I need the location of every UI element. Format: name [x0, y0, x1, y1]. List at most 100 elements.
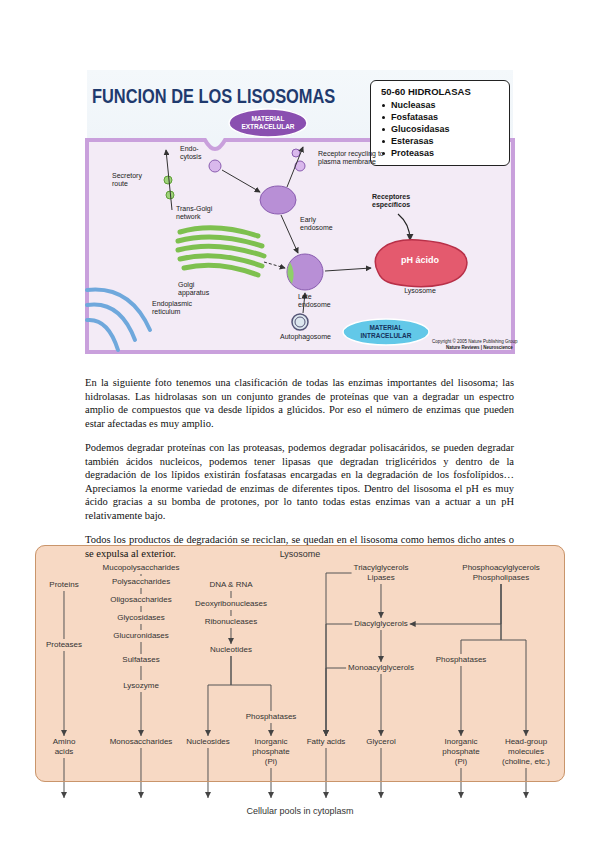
golgi-arrow: [264, 262, 285, 268]
node-text: Sulfatases: [122, 655, 159, 665]
pathway-arrow: [526, 768, 527, 798]
oval-outline: [229, 109, 307, 137]
lysosome-band-fill: [35, 545, 565, 782]
node-text: Nucleosides: [186, 737, 230, 747]
term-node: Nucleotides: [208, 644, 254, 656]
term-node: Glycosidases: [115, 612, 167, 624]
pathway-arrow: [141, 692, 142, 736]
node-text: Ribonucleases: [205, 617, 257, 627]
node-text: Polysaccharides: [112, 577, 170, 587]
label-anchor: Nature Reviews | Neuroscience: [446, 345, 516, 350]
term-node: Fatty acids: [305, 736, 348, 748]
node-text: Phosphoacylglycerols: [462, 563, 539, 573]
node-text: Cellular pools in cytoplasm: [35, 806, 565, 816]
term-node: Proteases: [44, 639, 84, 651]
node-text: Mucopolysaccharides: [103, 563, 180, 573]
enzyme-item: Proteasas: [381, 147, 501, 159]
plasma-membrane: [87, 140, 513, 352]
pathway-arrow: [141, 574, 142, 576]
figure-label: Autophagosome: [280, 333, 340, 341]
figure-label: Early endosome: [300, 216, 342, 232]
node-text: Phospholipases: [462, 573, 539, 583]
pathway-arrow: [64, 651, 65, 736]
node-text: Nucleotides: [210, 645, 252, 655]
enzyme-item: Glucosidasas: [381, 123, 501, 135]
label-anchor: Copyright © 2005 Nature Publishing Group: [432, 339, 522, 344]
term-node: Mucopolysaccharides: [101, 562, 182, 574]
pathway-arrow: [460, 666, 461, 736]
pathway-arrow: [140, 666, 141, 680]
node-text: Lysosome: [368, 287, 472, 294]
term-node: Diacylglycerols: [352, 618, 409, 630]
pathway-arrow: [230, 610, 231, 616]
node-text: Phosphatases: [246, 712, 297, 722]
late-endosome-part: [287, 262, 293, 284]
node-text: Proteins: [49, 580, 78, 590]
term-node: Monosaccharides: [108, 736, 175, 748]
pathway-arrow: [381, 748, 382, 798]
pathway-arrow: [270, 723, 271, 736]
node-text: MATERIAL INTRACELULAR: [354, 324, 418, 340]
figure-ground: [87, 70, 513, 352]
term-node: Amino acids: [47, 736, 81, 758]
node-text: Fatty acids: [307, 737, 346, 747]
pathway-arrow: [141, 606, 142, 612]
figure-label: Trans-Golgi network: [176, 205, 228, 221]
node-outline: [368, 232, 472, 310]
term-node: Deoxyribonucleases: [193, 598, 269, 610]
cytoplasm-pool: Cellular pools in cytoplasm: [35, 798, 565, 816]
pathway-arrow: [501, 584, 526, 736]
pathway-arrow: [64, 758, 65, 798]
term-node: Oligosaccharides: [108, 594, 173, 606]
label-anchor: En la siguiente foto tenemos una clasifi…: [85, 376, 514, 430]
node-text: Phosphatases: [436, 655, 487, 665]
term-node: Inorganic phosphate (Pi): [438, 736, 484, 768]
enzyme-item: Fosfatasas: [381, 111, 501, 123]
secretory-vesicle: [164, 176, 172, 184]
term-node: Phosphatases: [434, 654, 489, 666]
term-node: TriacylglycerolsLipases: [352, 562, 411, 584]
pathway-arrow: [461, 584, 501, 654]
term-node: Glycerol: [364, 736, 397, 748]
label-anchor: Todos los productos de degradación se re…: [85, 533, 514, 560]
recycling-arrow: [287, 147, 303, 187]
term-node: Polysaccharides: [110, 576, 172, 588]
node-text: MATERIAL EXTRACELULAR: [238, 115, 298, 131]
node-text: Inorganic phosphate (Pi): [250, 737, 292, 767]
node-text: Lipases: [354, 573, 409, 583]
enzyme-item: Esterasas: [381, 135, 501, 147]
label-anchor: Endo- cytosis: [180, 145, 206, 161]
figure-label: Late endosome: [298, 293, 340, 309]
er-cisterna: [87, 290, 150, 331]
pathway-arrow: [141, 588, 142, 594]
term-node: Nucleosides: [184, 736, 232, 748]
label-anchor: Golgi apparatus: [178, 281, 220, 297]
pathway-arrow: [207, 748, 208, 798]
recycling-vesicle: [292, 149, 300, 157]
node-text: DNA & RNA: [209, 580, 252, 590]
intracellular-oval: MATERIAL INTRACELULAR: [342, 318, 430, 346]
label-anchor: Receptor recycling to plasma membrane: [318, 150, 402, 166]
lysosome-band: ProteinsProteasesAmino acids Mucopolysacc…: [35, 545, 565, 782]
figure-label: Receptores específicos: [372, 193, 432, 209]
node-text: Glycerol: [366, 737, 395, 747]
golgi-stack: [178, 228, 264, 275]
enzyme-list-box: 50-60 HIDROLASASNucleasasFosfatasasGluco…: [370, 80, 510, 166]
pathway-arrow: [230, 628, 231, 644]
figure-label: Secretory route: [112, 172, 152, 188]
pathway-arrow: [381, 674, 382, 736]
autophagosome-inner: [295, 317, 305, 327]
lysosome-organelle: pH ácidoLysosome: [368, 232, 472, 310]
pathway-arrow: [380, 630, 381, 662]
maturation-arrow: [281, 215, 298, 253]
figure-label: Receptor recycling to plasma membrane: [318, 150, 402, 166]
golgi-cisterna: [180, 228, 258, 236]
term-node: Ribonucleases: [203, 616, 259, 628]
node-text: Amino acids: [49, 737, 79, 757]
label-anchor: Trans-Golgi network: [176, 205, 228, 221]
term-node: Phosphatases: [244, 711, 299, 723]
term-node: Monoacylglycerols: [346, 662, 416, 674]
node-text: Monoacylglycerols: [348, 663, 414, 673]
pathway-arrow: [326, 573, 352, 736]
